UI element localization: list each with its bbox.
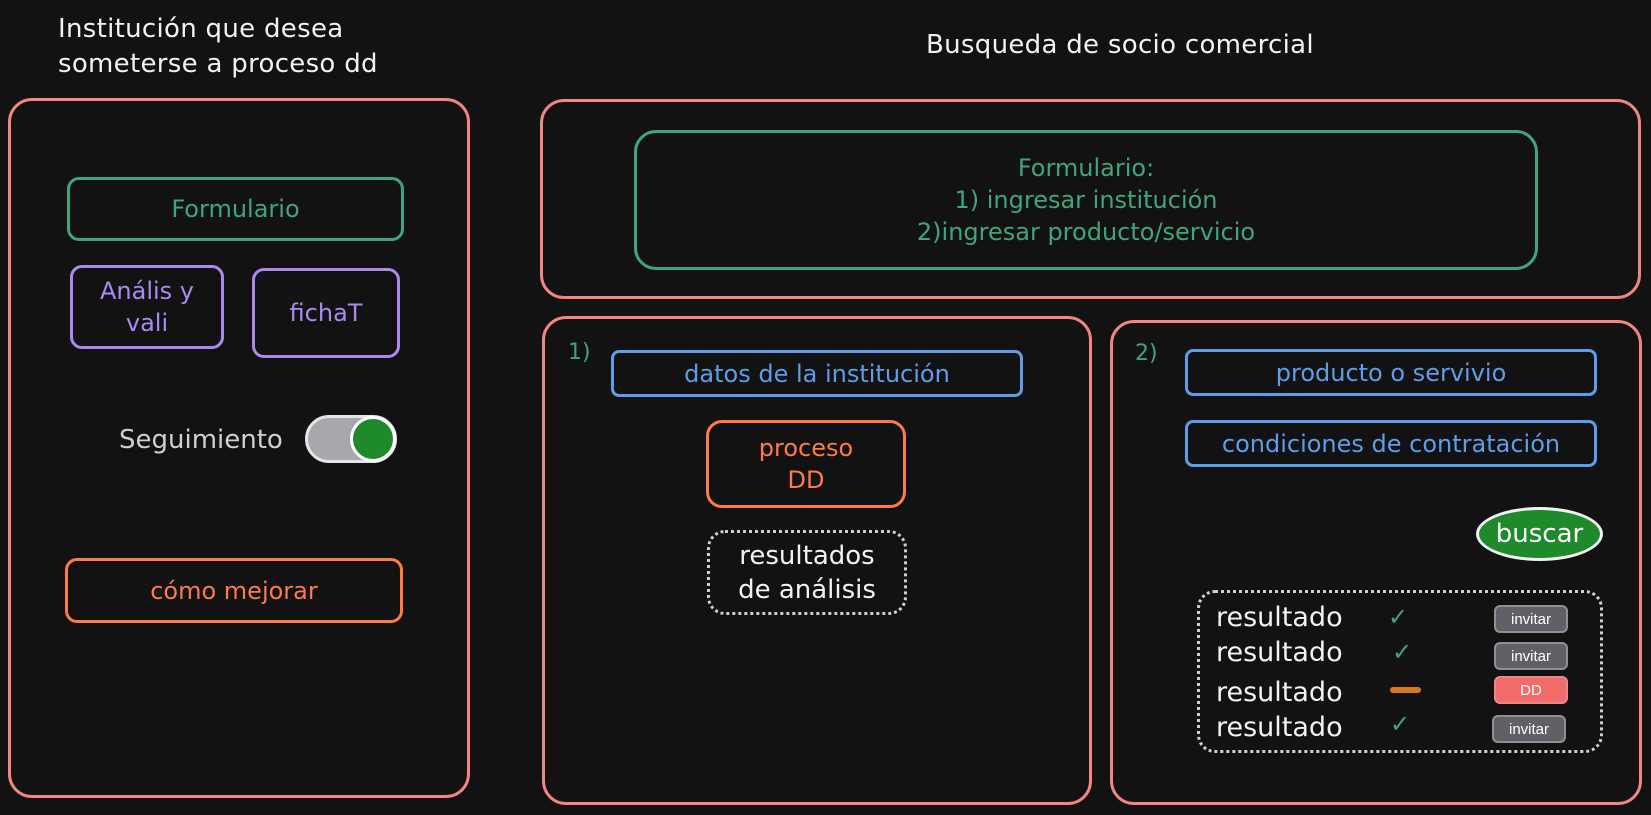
buscar-button[interactable]: buscar <box>1476 507 1603 561</box>
left-title-line-2: someterse a proceso dd <box>58 49 378 79</box>
producto-servicio-button[interactable]: producto o servivio <box>1185 349 1597 396</box>
form-line-1: Formulario: <box>1017 154 1155 182</box>
como-mejorar-button[interactable]: cómo mejorar <box>65 558 403 623</box>
search-form-panel <box>540 99 1641 299</box>
condiciones-contratacion-button[interactable]: condiciones de contratación <box>1185 420 1597 467</box>
result-label-3: resultado <box>1216 677 1343 708</box>
seguimiento-label: Seguimiento <box>119 425 283 455</box>
section-1-number: 1) <box>568 340 591 365</box>
result-label-4: resultado <box>1216 712 1343 743</box>
proceso-dd-button[interactable]: proceso DD <box>706 420 906 508</box>
analisis-line-1: Anális y <box>99 277 194 305</box>
datos-institucion-button[interactable]: datos de la institución <box>611 350 1023 397</box>
product-search-panel <box>1110 320 1642 805</box>
pending-dash-icon <box>1390 687 1421 693</box>
form-line-3: 2)ingresar producto/servicio <box>916 218 1256 246</box>
analisis-validacion-button[interactable]: Anális y vali <box>70 265 224 349</box>
form-line-2: 1) ingresar institución <box>954 186 1218 214</box>
results-list <box>1197 590 1603 753</box>
resultados-line-2: de análisis <box>738 574 876 605</box>
right-panel-title: Busqueda de socio comercial <box>926 30 1314 60</box>
proceso-line-1: proceso <box>758 434 854 462</box>
left-panel-title: Institución que desea someterse a proces… <box>58 12 458 82</box>
check-icon: ✓ <box>1390 710 1411 738</box>
invitar-button[interactable]: invitar <box>1494 642 1568 670</box>
section-2-number: 2) <box>1135 341 1158 366</box>
seguimiento-toggle[interactable] <box>305 415 397 463</box>
check-icon: ✓ <box>1392 638 1413 666</box>
result-label-2: resultado <box>1216 637 1343 668</box>
formulario-button[interactable]: Formulario <box>67 177 404 241</box>
left-title-line-1: Institución que desea <box>58 14 344 44</box>
resultados-analisis-box: resultados de análisis <box>707 530 907 615</box>
search-form-box[interactable]: Formulario: 1) ingresar institución 2)in… <box>634 130 1538 270</box>
toggle-knob <box>350 416 396 462</box>
institution-data-panel <box>542 316 1092 805</box>
proceso-line-2: DD <box>787 466 825 494</box>
result-label-1: resultado <box>1216 602 1343 633</box>
institution-panel <box>8 98 470 798</box>
invitar-button[interactable]: invitar <box>1492 715 1566 743</box>
invitar-button[interactable]: invitar <box>1494 605 1568 633</box>
check-icon: ✓ <box>1388 603 1409 631</box>
analisis-line-2: vali <box>125 309 169 337</box>
dd-button[interactable]: DD <box>1494 676 1568 704</box>
ficha-tecnica-button[interactable]: fichaT <box>252 268 400 358</box>
resultados-line-1: resultados <box>739 540 875 571</box>
